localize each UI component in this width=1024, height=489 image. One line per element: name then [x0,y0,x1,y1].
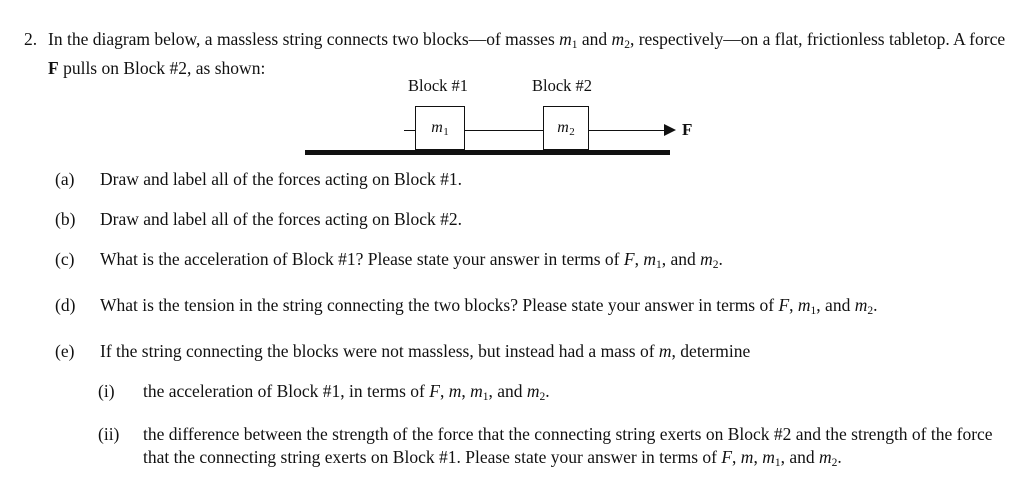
part-c: (c) What is the acceleration of Block #1… [55,248,1010,277]
subpart-i-text-lead: the acceleration of Block #1, in terms o… [143,381,430,401]
part-d-sub-2: 2 [867,305,874,317]
stem-variable-m2: m [611,29,625,49]
stem-subscript-1: 1 [571,39,578,51]
block2-mass-variable: m [557,118,569,136]
subpart-ii-var-m1: m [762,447,775,467]
part-c-sub-1: 1 [655,259,662,271]
stem-variable-m1: m [559,29,572,49]
problem-stem: 2. In the diagram below, a massless stri… [24,28,1009,80]
problem-parts-list: (a) Draw and label all of the forces act… [55,168,1010,489]
subpart-ii-var-m2: m [818,447,832,467]
part-e-label: (e) [55,341,75,361]
subpart-i-var-m2: m [526,381,540,401]
part-c-label: (c) [55,249,75,269]
string-segment-between-blocks [463,130,545,131]
part-e-subparts-list: (i) the acceleration of Block #1, in ter… [98,380,1010,475]
problem-stem-row: 2. In the diagram below, a massless stri… [24,28,1009,80]
part-c-sub-2: 2 [712,259,719,271]
problem-stem-paragraph: In the diagram below, a massless string … [48,28,1009,80]
stem-text-and: and [577,29,612,49]
subpart-i-sep-1: , [439,381,449,401]
part-b-label: (b) [55,209,76,229]
part-c-var-m1: m [643,249,656,269]
stem-force-symbol: F [48,58,59,78]
block2-caption: Block #2 [532,76,593,95]
subpart-ii-var-F: F [721,447,733,467]
force-arrow-head-icon [664,124,676,136]
part-c-var-F: F [623,249,635,269]
part-b: (b) Draw and label all of the forces act… [55,208,1010,231]
part-c-sep-2: , and [661,249,701,269]
subpart-i-period: . [545,381,550,401]
part-d-label: (d) [55,295,76,315]
part-b-text: Draw and label all of the forces acting … [100,209,463,229]
part-d-sub-1: 1 [810,305,817,317]
stem-emdash-1: —of masses [468,29,560,49]
block-1: m1 [415,106,465,150]
part-c-sep-1: , [634,249,644,269]
subpart-ii-text-lead: the difference between the strength of t… [143,424,993,467]
part-e-text: If the string connecting the blocks were… [100,340,1010,363]
subpart-ii-var-m: m [740,447,754,467]
part-c-text: What is the acceleration of Block #1? Pl… [100,248,1010,277]
part-d: (d) What is the tension in the string co… [55,294,1010,323]
force-diagram: Block #1 Block #2 F m1 m2 [300,76,700,161]
problem-number: 2. [24,29,38,49]
force-label-F: F [682,120,693,139]
subpart-ii-sep-2: , [753,447,763,467]
subpart-i-text: the acceleration of Block #1, in terms o… [143,380,1010,409]
subpart-ii-sub-1: 1 [774,457,781,469]
block-2: m2 [543,106,589,150]
part-d-text-lead: What is the tension in the string connec… [100,295,779,315]
part-d-period: . [873,295,878,315]
stem-text-part-2: , respectively—on a flat, frictionless t… [629,29,950,49]
part-e-text-lead: If the string connecting the blocks were… [100,341,659,361]
block1-mass-subscript: 1 [443,125,449,138]
part-a-label: (a) [55,169,75,189]
problem-stem-text: In the diagram below, a massless string … [48,28,1009,80]
subpart-i-var-m: m [448,381,462,401]
stem-text-part-4: pulls on Block #2, as shown: [58,58,266,78]
subpart-i: (i) the acceleration of Block #1, in ter… [98,380,1010,409]
subpart-i-sep-2: , [461,381,471,401]
part-a: (a) Draw and label all of the forces act… [55,168,1010,191]
block1-mass-label: m1 [431,119,449,138]
part-a-text: Draw and label all of the forces acting … [100,169,463,189]
part-d-var-m2: m [854,295,868,315]
subpart-ii-sep-3: , and [780,447,819,467]
subpart-i-sub-1: 1 [482,391,489,403]
subpart-i-sep-3: , and [488,381,527,401]
stem-text-part-3: A force [953,29,1006,49]
subpart-i-label: (i) [98,381,115,401]
subpart-i-var-F: F [429,381,440,401]
part-d-text: What is the tension in the string connec… [100,294,1010,323]
subpart-ii-label: (ii) [98,424,120,444]
tabletop-surface [305,150,670,155]
block1-caption: Block #1 [408,76,469,95]
subpart-i-var-m1: m [470,381,483,401]
part-e-var-m: m [658,341,672,361]
block2-mass-subscript: 2 [569,125,575,138]
part-d-var-F: F [778,295,790,315]
subpart-ii-sub-2: 2 [831,457,838,469]
stem-text-part-1: In the diagram below, a massless string … [48,29,469,49]
part-d-var-m1: m [797,295,811,315]
block2-mass-label: m2 [557,119,575,138]
subpart-i-sub-2: 2 [539,391,546,403]
block1-mass-variable: m [431,118,443,136]
force-arrow-shaft [587,130,669,131]
subpart-ii: (ii) the difference between the strength… [98,423,1010,475]
part-e-text-tail: , determine [671,341,751,361]
part-e: (e) If the string connecting the blocks … [55,340,1010,363]
part-d-sep-1: , [789,295,798,315]
part-d-sep-2: , and [816,295,855,315]
subpart-ii-period: . [837,447,842,467]
subpart-ii-text: the difference between the strength of t… [143,423,1010,475]
part-c-period: . [718,249,723,269]
string-segment-left [404,130,418,131]
part-c-text-lead: What is the acceleration of Block #1? Pl… [100,249,624,269]
stem-subscript-2: 2 [624,39,630,51]
subpart-ii-sep-1: , [732,447,741,467]
part-c-var-m2: m [700,249,713,269]
